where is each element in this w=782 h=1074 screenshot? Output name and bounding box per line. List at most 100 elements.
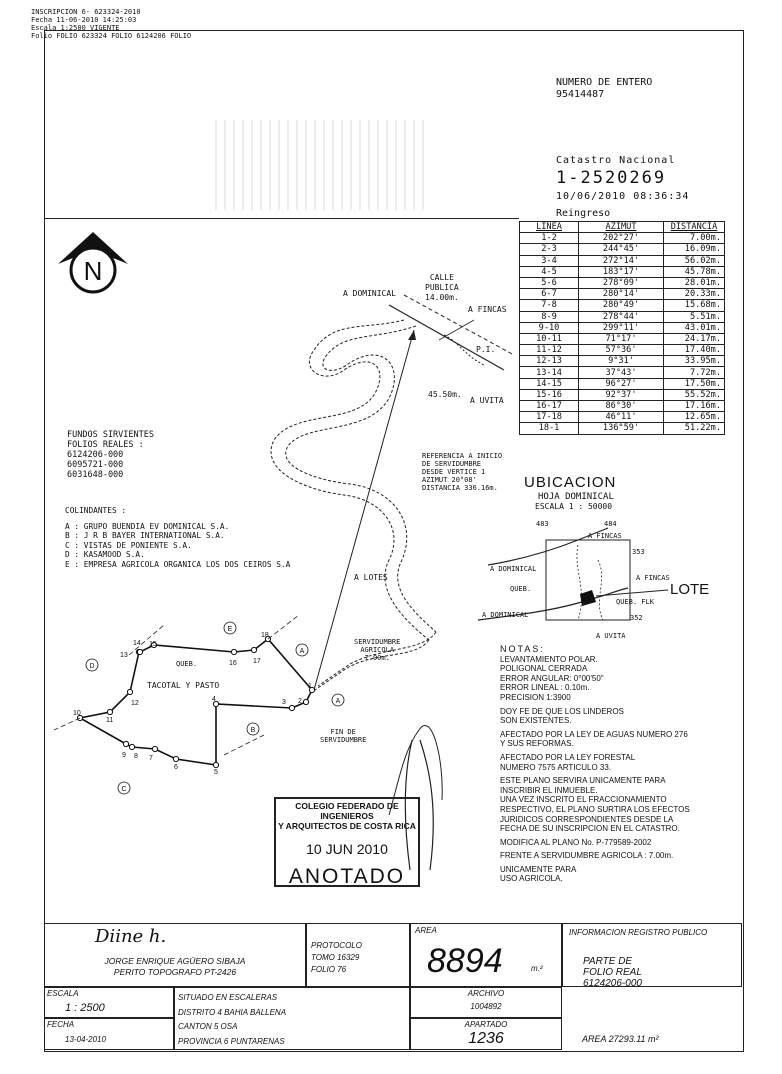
distance-cell: 24.17m. xyxy=(663,332,725,346)
surveyor-info: JORGE ENRIQUE AGÜERO SIBAJA PERITO TOPOG… xyxy=(45,956,305,978)
folio-label: FOLIO 76 xyxy=(311,965,347,974)
azimuth-cell: 202°27' xyxy=(578,232,664,245)
ub-a-dominical-2: A DOMINICAL xyxy=(482,611,529,619)
svg-text:11: 11 xyxy=(106,717,113,724)
line-cell: 11-12 xyxy=(519,344,579,357)
svg-text:2: 2 xyxy=(298,698,302,705)
svg-text:17: 17 xyxy=(253,658,261,665)
n484-label: 484 xyxy=(604,520,617,528)
distance-cell: 56.02m. xyxy=(663,254,725,267)
line-cell: 5-6 xyxy=(519,276,579,290)
calle-publica-label: CALLE PUBLICA 14.00m. xyxy=(425,273,459,303)
apartado-value: 1236 xyxy=(468,1030,504,1047)
ub-a-fincas-2: A FINCAS xyxy=(636,574,670,582)
parte-de-label: PARTE DE xyxy=(583,956,633,967)
ub-queb-flk: QUEB. FLK xyxy=(616,598,654,606)
azimuth-cell: 96°27' xyxy=(578,377,664,390)
area-value: 8894 xyxy=(427,942,503,980)
nota-line: ERROR ANGULAR: 0°00'50" xyxy=(500,673,604,683)
stamp-line-1: COLEGIO FEDERADO DE INGENIEROS xyxy=(295,801,399,821)
azimuth-cell: 46°11' xyxy=(578,411,664,424)
north-letter: N xyxy=(84,256,103,286)
creek-curve xyxy=(404,739,434,871)
line-cell: 7-8 xyxy=(519,299,579,312)
header-azimut: AZIMUT xyxy=(578,220,664,234)
fin-line-1: FIN DE xyxy=(330,728,356,736)
header-linea: LINEA xyxy=(519,220,579,234)
stamp-line-2: Y ARQUITECTOS DE COSTA RICA xyxy=(278,821,416,831)
svg-text:E: E xyxy=(228,626,233,633)
nota-line: RESPECTIVO, EL PLANO SURTIRA LOS EFECTOS xyxy=(500,804,690,814)
location-line: SITUADO EN ESCALERAS xyxy=(178,993,278,1002)
line-cell: 2-3 xyxy=(519,243,579,256)
azimuth-cell: 37°43' xyxy=(578,366,664,379)
nota-line: DOY FE DE QUE LOS LINDEROS xyxy=(500,706,624,716)
folio-real-info: PARTE DE FOLIO REAL 6124206-000 xyxy=(583,956,642,989)
fin-line-2: SERVIDUMBRE xyxy=(320,736,367,744)
svg-text:4: 4 xyxy=(212,696,216,703)
svg-text:7: 7 xyxy=(149,755,153,762)
nota-line: Y SUS REFORMAS. xyxy=(500,739,574,749)
publica-label: PUBLICA xyxy=(425,283,459,292)
divider xyxy=(44,218,519,219)
stamp-org: COLEGIO FEDERADO DE INGENIEROS Y ARQUITE… xyxy=(276,801,418,831)
line-cell: 6-7 xyxy=(519,288,579,301)
distance-cell: 45.78m. xyxy=(663,265,725,278)
nota-line: UNICAMENTE PARA xyxy=(500,864,577,874)
distance-cell: 7.72m. xyxy=(663,366,725,379)
north-arrow-icon: N xyxy=(58,232,128,294)
azimuth-cell: 278°09' xyxy=(578,276,664,290)
distance-cell: 17.16m. xyxy=(663,399,725,413)
svg-text:6: 6 xyxy=(174,764,178,771)
distance-4550-label: 45.50m. xyxy=(428,390,462,399)
svg-text:A: A xyxy=(336,698,341,705)
location-cell: SITUADO EN ESCALERAS DISTRITO 4 BAHIA BA… xyxy=(174,987,410,1050)
nota-line: FRENTE A SERVIDUMBRE AGRICOLA : 7.00m. xyxy=(500,851,674,861)
nota-line: INSCRIBIR EL INMUEBLE. xyxy=(500,785,598,795)
header-stamp-line: Escala 1:2500 VIGENTE xyxy=(31,24,120,32)
protocolo-cell: PROTOCOLO TOMO 16329 FOLIO 76 xyxy=(306,923,410,987)
a-lotes-label: A LOTES xyxy=(354,573,388,582)
area-total: AREA 27293.11 m² xyxy=(582,1034,659,1044)
protocolo-label: PROTOCOLO xyxy=(311,941,362,950)
reference-note: REFERENCIA A INICIO DE SERVIDUMBRE DESDE… xyxy=(422,452,502,492)
distance-cell: 17.40m. xyxy=(663,344,725,357)
apartado-label: APARTADO xyxy=(464,1020,508,1029)
line-cell: 17-18 xyxy=(519,411,579,424)
fecha-value: 13-04-2010 xyxy=(65,1035,106,1044)
location-map xyxy=(478,527,669,621)
fin-servidumbre-label: FIN DE SERVIDUMBRE xyxy=(320,728,366,744)
folio-item: 6095721-000 xyxy=(67,460,124,470)
line-cell: 13-14 xyxy=(519,366,579,379)
distance-cell: 28.01m. xyxy=(663,276,725,290)
vertices xyxy=(76,635,316,769)
svg-text:5: 5 xyxy=(214,769,218,776)
entry-label: NUMERO DE ENTERO xyxy=(556,77,653,88)
n353-label: 353 xyxy=(632,548,645,556)
azimuth-cell: 9°31' xyxy=(578,355,664,368)
location-info: SITUADO EN ESCALERAS DISTRITO 4 BAHIA BA… xyxy=(178,991,286,1049)
nota-line: MODIFICA AL PLANO No. P-779589-2002 xyxy=(500,837,652,847)
colindante-item: D : KASAMOOD S.A. xyxy=(65,550,145,559)
distance-cell: 15.68m. xyxy=(663,299,725,312)
signature: Diine h. xyxy=(95,926,167,947)
distance-cell: 7.00m. xyxy=(663,232,725,245)
nota-line: JURIDICOS CORRESPONDIENTES DESDE LA xyxy=(500,814,674,824)
distance-cell: 51.22m. xyxy=(663,422,725,435)
line-cell: 4-5 xyxy=(519,265,579,278)
registro-cell: INFORMACION REGISTRO PUBLICO PARTE DE FO… xyxy=(562,923,742,989)
ub-a-dominical: A DOMINICAL xyxy=(490,565,537,573)
line-cell: 3-4 xyxy=(519,254,579,267)
colindantes-title: COLINDANTES : xyxy=(65,506,127,515)
nota-line: AFECTADO POR LA LEY DE AGUAS NUMERO 276 xyxy=(500,729,688,739)
catastro-number: 1-2520269 xyxy=(556,168,667,188)
colindante-item: B : J R B BAYER INTERNATIONAL S.A. xyxy=(65,531,225,540)
